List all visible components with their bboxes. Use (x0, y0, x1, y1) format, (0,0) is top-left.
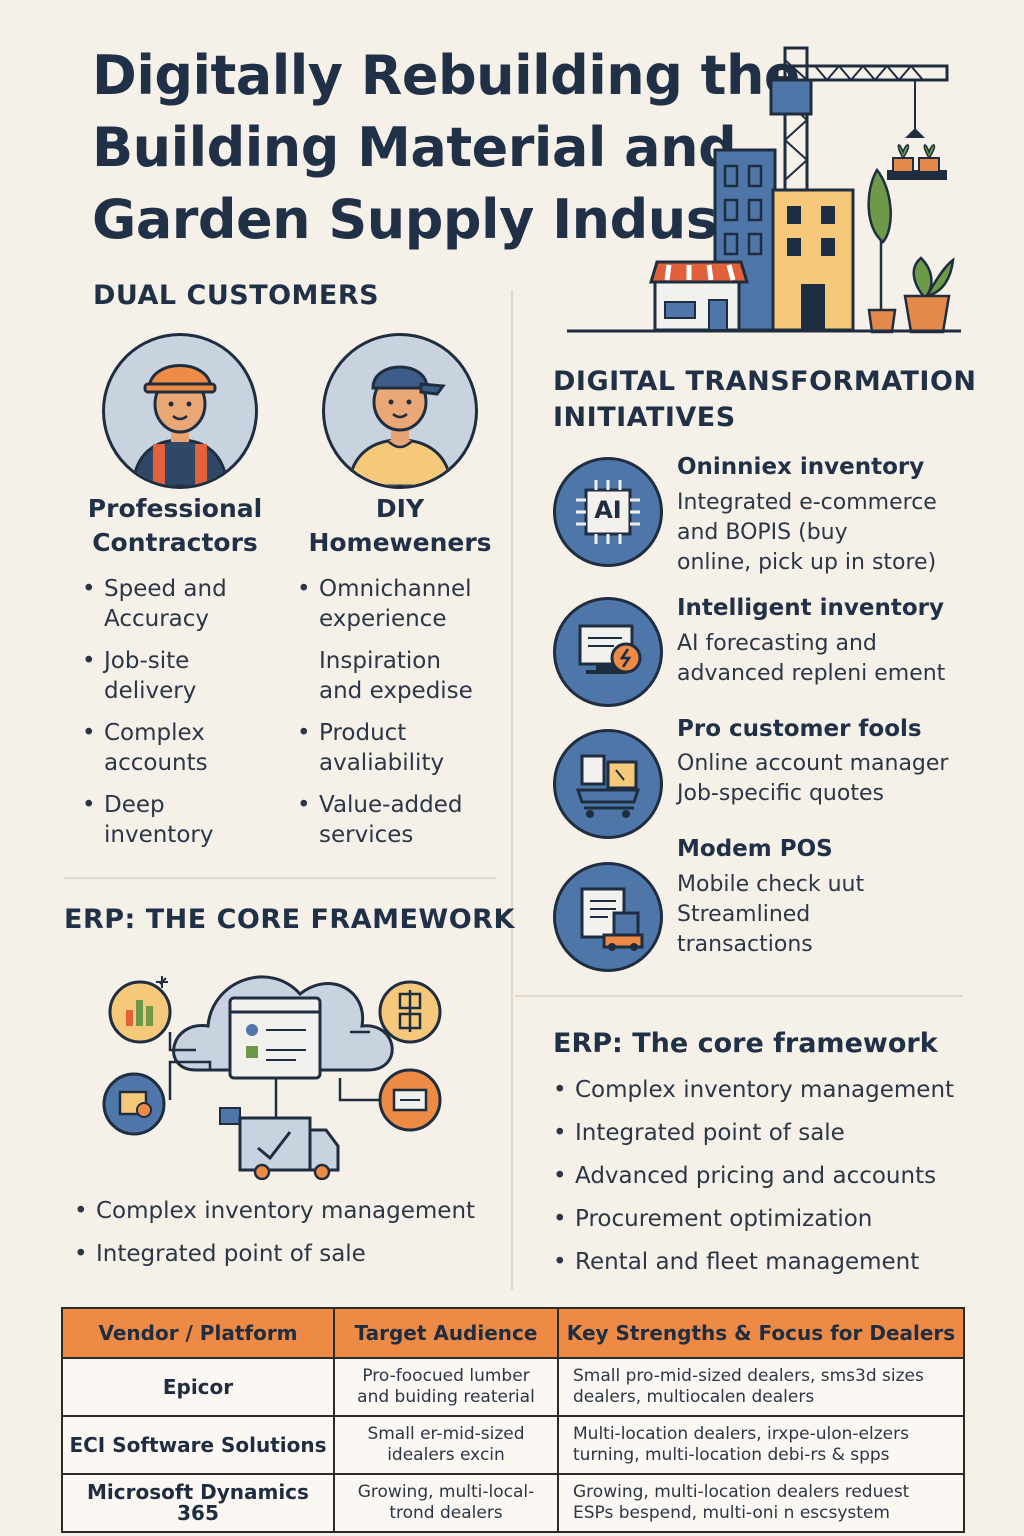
diy-needs-list: Omnichannel experience Inspiration and exp… (297, 574, 507, 862)
list-item-line: Omnichannel (319, 576, 472, 602)
list-item: Integrated point of sale (553, 1120, 954, 1163)
list-item: Omnichannel experience (297, 574, 507, 634)
list-item-line: experience (319, 606, 447, 632)
initiatives-heading-line-1: DIGITAL TRANSFORMATION (553, 366, 977, 397)
ai-chip-label: AI (594, 496, 622, 524)
table-row: Microsoft Dynamics 365 Growing, multi-lo… (61, 1473, 965, 1533)
vendor-table: Vendor / Platform Target Audience Key St… (61, 1307, 965, 1533)
table-header-row: Vendor / Platform Target Audience Key St… (61, 1307, 965, 1359)
professional-title-line-1: Professional (87, 494, 263, 523)
contractor-hardhat-icon (131, 364, 229, 486)
initiatives-heading-line-2: INITIATIVES (553, 402, 736, 433)
list-item: Rental and fleet management (553, 1249, 954, 1292)
homeowner-cap-icon (347, 365, 453, 486)
ai-chip-icon: AI (553, 457, 663, 567)
title-line-1: Digitally Rebuilding the (92, 44, 801, 107)
initiative-1-title: Oninniex inventory (677, 454, 925, 480)
table-row: ECI Software Solutions Small er-mid-size… (61, 1415, 965, 1475)
audience-cell: Growing, multi-local- trond dealers (333, 1473, 559, 1533)
monitor-dollar-graphic (578, 624, 642, 674)
list-item: Complex inventory management (553, 1077, 954, 1120)
list-item: Value-added services (297, 790, 507, 850)
professional-title-line-2: Contractors (92, 528, 258, 557)
monitor-dollar-icon (553, 597, 663, 707)
dual-customers-heading: DUAL CUSTOMERS (93, 280, 380, 311)
contractor-avatar (102, 333, 258, 489)
initiative-3-title: Pro customer fools (677, 716, 922, 742)
cart-boxes-icon (553, 729, 663, 839)
list-item: Inspiration and expedise (297, 646, 507, 706)
list-item: Product avaliability (297, 718, 507, 778)
list-item-line: Product (319, 720, 407, 746)
list-item-line: delivery (104, 678, 197, 704)
column-header: Target Audience (333, 1307, 559, 1359)
list-item-line: Speed and (104, 576, 227, 602)
column-header: Key Strengths & Focus for Dealers (557, 1307, 965, 1359)
list-item-line: Inspiration (319, 648, 441, 674)
list-item: Deep inventory (82, 790, 282, 850)
erp-left-heading: ERP: THE CORE FRAMEWORK (64, 904, 515, 935)
audience-cell: Pro-foocued lumber and buiding reaterial (333, 1357, 559, 1417)
initiative-3-description: Online account manager Job-specific quot… (677, 751, 949, 806)
list-item: Complex accounts (82, 718, 282, 778)
city-construction-illustration (567, 46, 961, 334)
list-item-line: accounts (104, 750, 208, 776)
strengths-cell: Multi-location dealers, irxpe-ulon-elzer… (557, 1415, 965, 1475)
diy-homeowners-title: DIY Homeweners (300, 492, 500, 560)
pos-terminal-icon (553, 862, 663, 972)
initiative-4-title: Modem POS (677, 836, 833, 862)
strengths-cell: Small pro-mid-sized dealers, sms3d sizes… (557, 1357, 965, 1417)
title-line-3: Garden Supply Industry (92, 188, 804, 251)
vendor-cell: Microsoft Dynamics 365 (61, 1473, 335, 1533)
initiative-2-title: Intelligent inventory (677, 595, 944, 621)
title-line-2: Building Material and (92, 116, 737, 179)
erp-right-list: Complex inventory management Integrated … (553, 1077, 954, 1292)
list-item: Job-site delivery (82, 646, 282, 706)
right-horizontal-divider (515, 995, 963, 997)
list-item-line: Job-site (104, 648, 190, 674)
cart-boxes-graphic (575, 754, 641, 818)
vendor-cell: Epicor (61, 1357, 335, 1417)
professional-contractors-title: Professional Contractors (80, 492, 270, 560)
list-item: Advanced pricing and accounts (553, 1163, 954, 1206)
list-item-line: Deep (104, 792, 165, 818)
erp-left-list: Complex inventory management Integrated … (74, 1198, 475, 1284)
list-item-line: Value-added (319, 792, 463, 818)
vertical-divider (511, 290, 513, 1290)
strengths-cell: Growing, multi-location dealers reduest … (557, 1473, 965, 1533)
initiative-4-description: Mobile check uut Streamlined transaction… (677, 872, 865, 957)
audience-cell: Small er-mid-sized idealers excin (333, 1415, 559, 1475)
table-row: Epicor Pro-foocued lumber and buiding re… (61, 1357, 965, 1417)
list-item-line: Accuracy (104, 606, 210, 632)
list-item: Procurement optimization (553, 1206, 954, 1249)
left-horizontal-divider (64, 877, 496, 879)
list-item: Integrated point of sale (74, 1241, 475, 1284)
erp-right-heading: ERP: The core framework (553, 1028, 938, 1059)
list-item-line: Complex (104, 720, 205, 746)
column-header: Vendor / Platform (61, 1307, 335, 1359)
initiative-1-description: Integrated e-commerce and BOPIS (buy onl… (677, 490, 937, 575)
vendor-cell: ECI Software Solutions (61, 1415, 335, 1475)
ai-chip-graphic (576, 480, 640, 544)
initiatives-heading: DIGITAL TRANSFORMATION INITIATIVES (553, 364, 977, 436)
erp-cloud-diagram (102, 975, 442, 1180)
list-item: Complex inventory management (74, 1198, 475, 1241)
initiative-2-description: AI forecasting and advanced repleni emen… (677, 631, 946, 686)
homeowner-avatar (322, 333, 478, 489)
list-item-line: avaliability (319, 750, 445, 776)
diy-title-line-2: Homeweners (308, 528, 492, 557)
list-item-line: and expedise (319, 678, 473, 704)
page-title: Digitally Rebuilding the Building Materi… (92, 40, 804, 256)
pos-terminal-graphic (580, 887, 644, 951)
list-item-line: inventory (104, 822, 214, 848)
diy-title-line-1: DIY (375, 494, 425, 523)
list-item-line: services (319, 822, 414, 848)
